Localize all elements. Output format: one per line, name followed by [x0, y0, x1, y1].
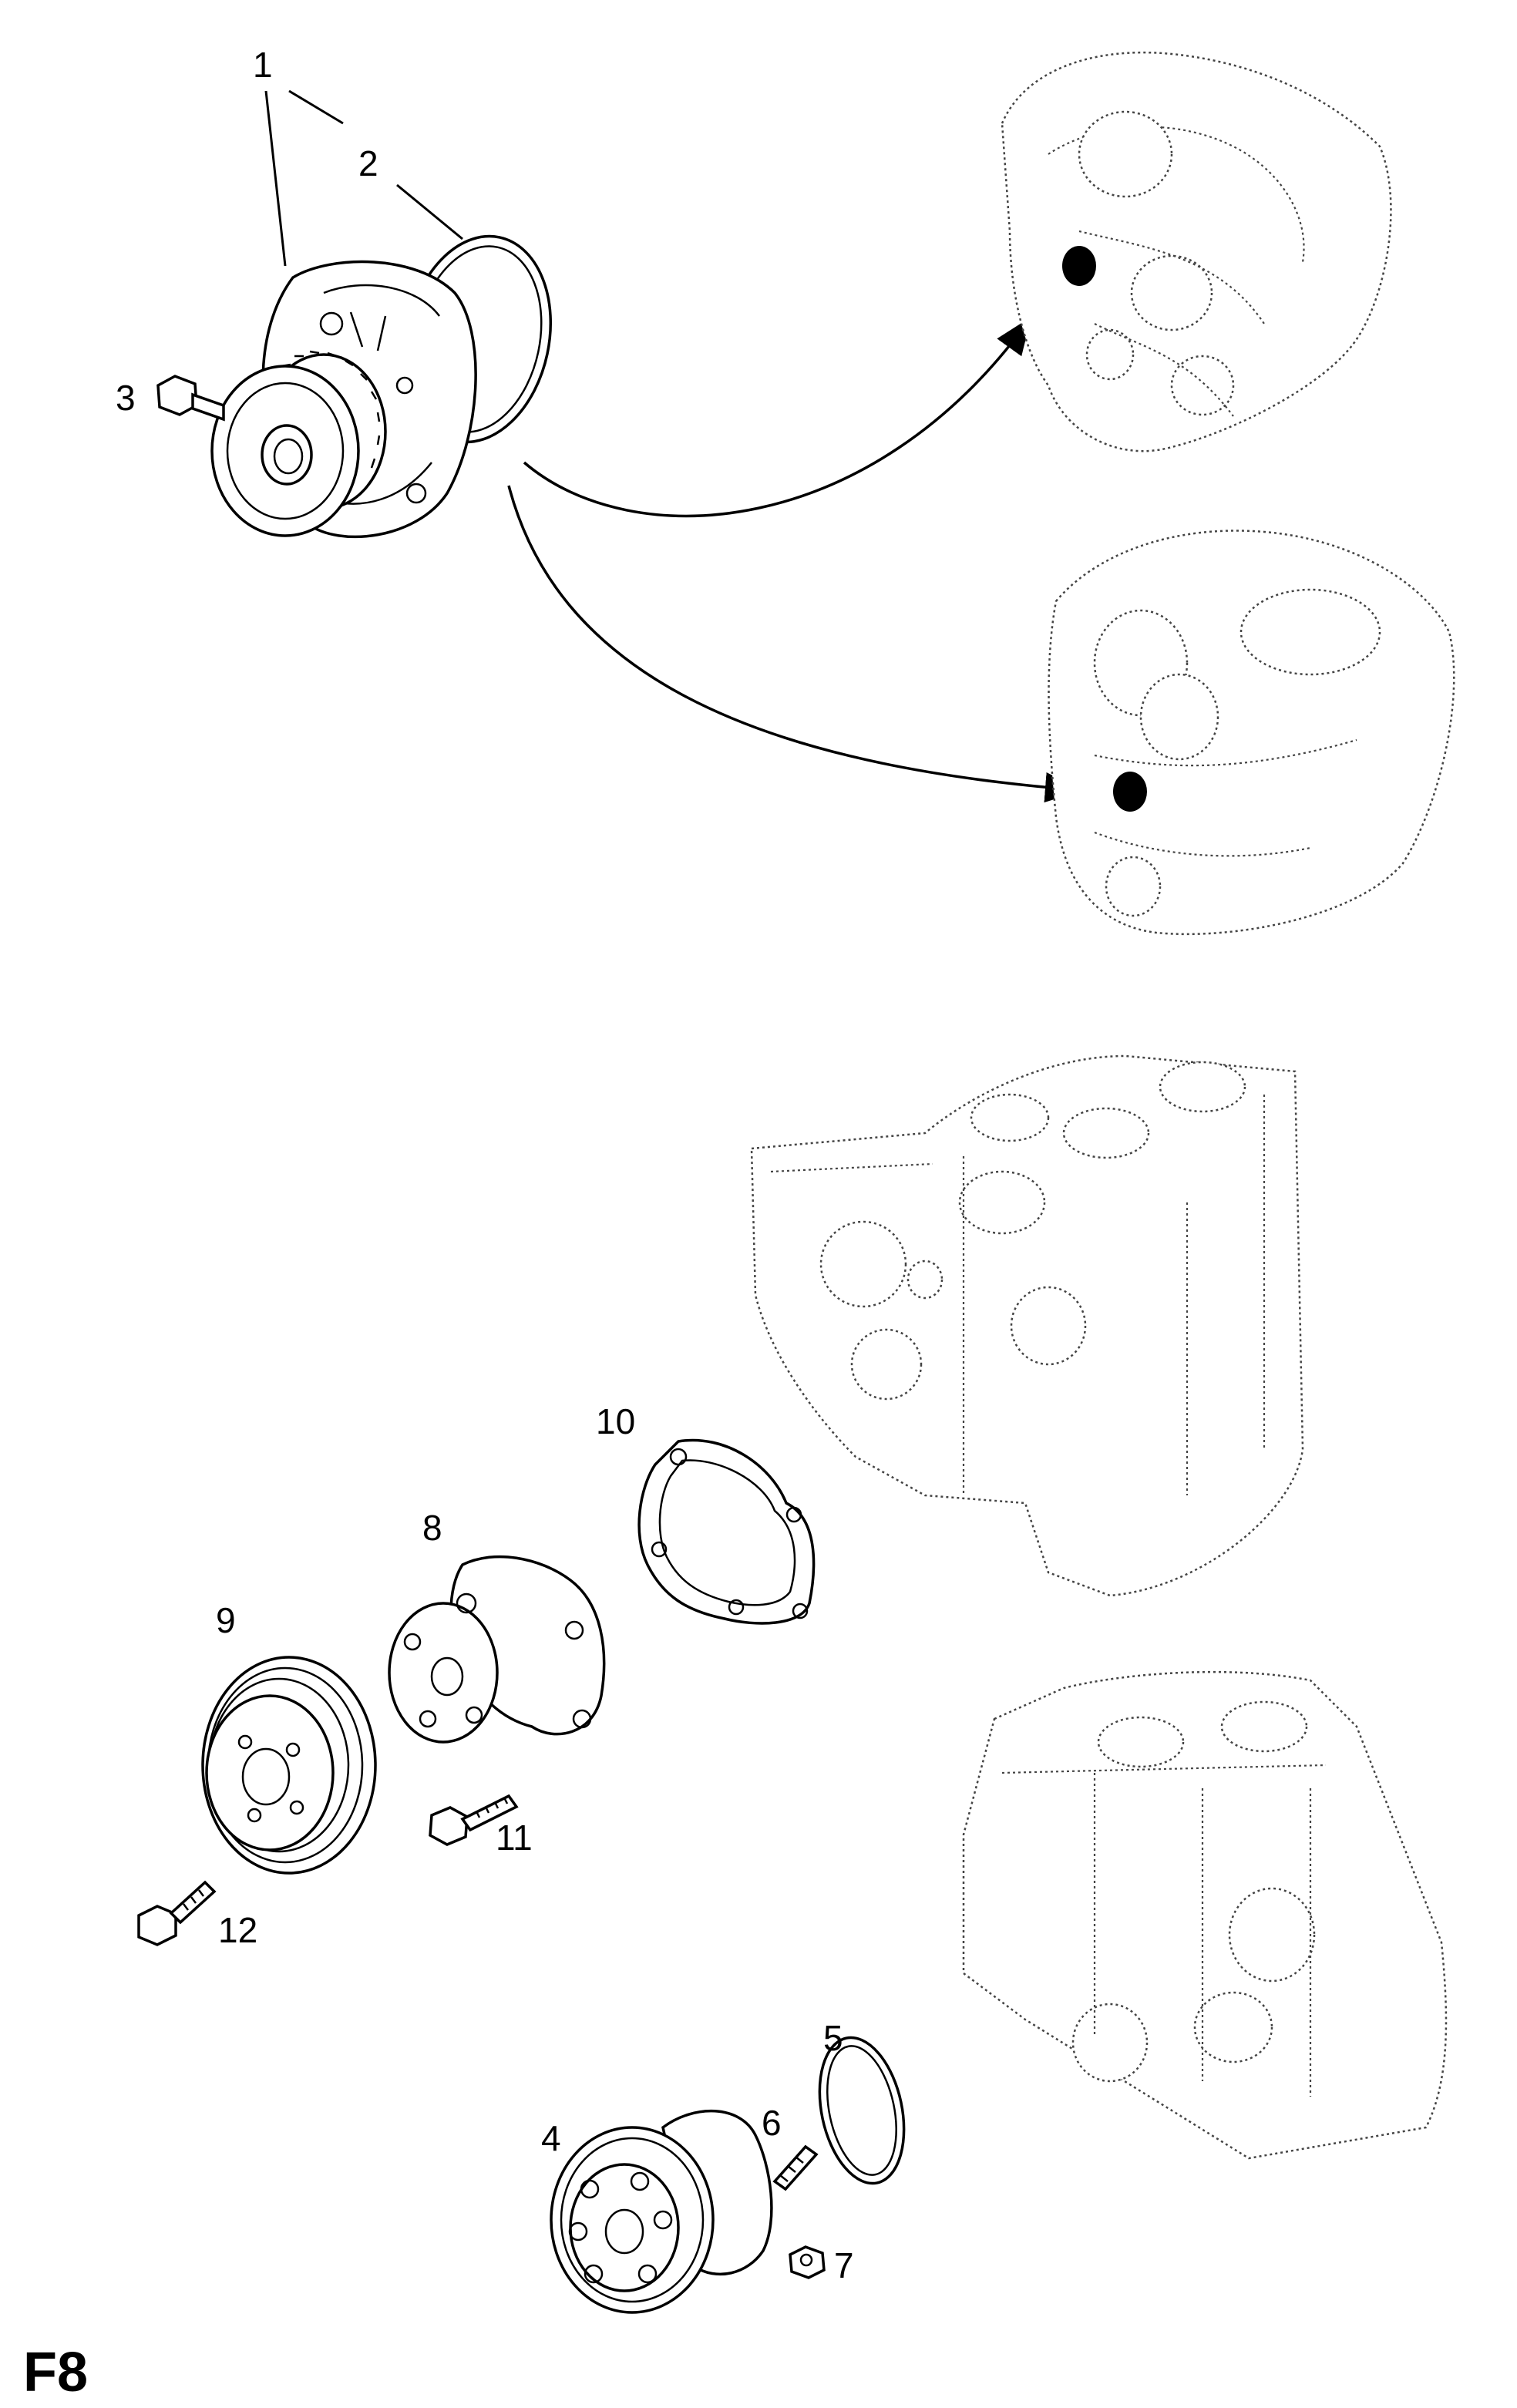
engine-lower: [1048, 530, 1455, 936]
gasket-part-10: [637, 1438, 816, 1625]
water-pump-part-4: [550, 2109, 773, 2314]
pump-pulley-hub: [210, 365, 360, 537]
callout-6: 6: [762, 2103, 782, 2143]
callout-12: 12: [218, 1910, 257, 1950]
callout-1: 1: [253, 45, 273, 85]
pump-location-marker-upper: [1062, 246, 1096, 286]
callout-4: 4: [541, 2118, 561, 2158]
callout-11: 11: [496, 1818, 533, 1858]
callout-7: 7: [834, 2245, 854, 2285]
pulley-part-9: [201, 1656, 377, 1875]
callout-2: 2: [358, 143, 378, 183]
top-water-pump-assembly: [156, 89, 553, 539]
arrow-to-lower-engine: [507, 485, 1083, 803]
engine-block-bottom: [962, 1670, 1448, 2160]
callout-10: 10: [596, 1401, 635, 1441]
nut-part-7: [789, 2245, 826, 2279]
leader-2: [396, 183, 463, 240]
water-pump-part-8: [388, 1555, 606, 1744]
bolt-part-3: [156, 375, 225, 422]
stud-part-6: [772, 2144, 819, 2191]
callout-3: 3: [116, 378, 136, 418]
figure-label: F8: [23, 2342, 88, 2403]
callout-5: 5: [823, 2018, 843, 2058]
bolt-part-12: [137, 1880, 217, 1946]
bolt-part-11: [429, 1794, 519, 1846]
callout-9: 9: [216, 1600, 236, 1640]
engine-upper: [1001, 51, 1392, 452]
callout-8: 8: [422, 1508, 442, 1548]
pump-location-marker-lower: [1113, 772, 1147, 812]
o-ring-part-5: [818, 2036, 906, 2185]
arrow-to-upper-engine: [523, 317, 1031, 518]
leader-1a: [264, 90, 287, 267]
leader-1b: [288, 89, 344, 125]
engine-block-middle: [750, 1054, 1304, 1597]
